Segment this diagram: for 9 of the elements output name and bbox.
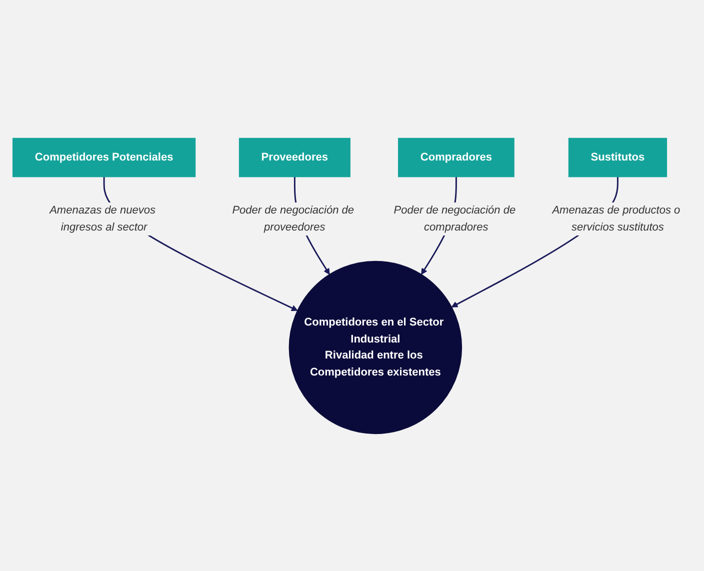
node-box: Proveedores xyxy=(238,137,350,177)
edge-label: Poder de negociación de proveedores xyxy=(232,203,354,232)
edge-label: Poder de negociación de compradores xyxy=(394,203,516,232)
edge-label: Amenazas de productos o servicios sustitutos xyxy=(552,203,680,232)
node-box: Compradores xyxy=(398,137,514,177)
node-box: Competidores Potenciales xyxy=(12,137,196,177)
node-box: Sustitutos xyxy=(568,137,668,177)
edge-label: Amenazas de nuevos ingresos al sector xyxy=(50,203,156,232)
node-circle: Competidores en el Sector Industrial Rivalidad entre los Competidores existentes xyxy=(288,260,462,434)
